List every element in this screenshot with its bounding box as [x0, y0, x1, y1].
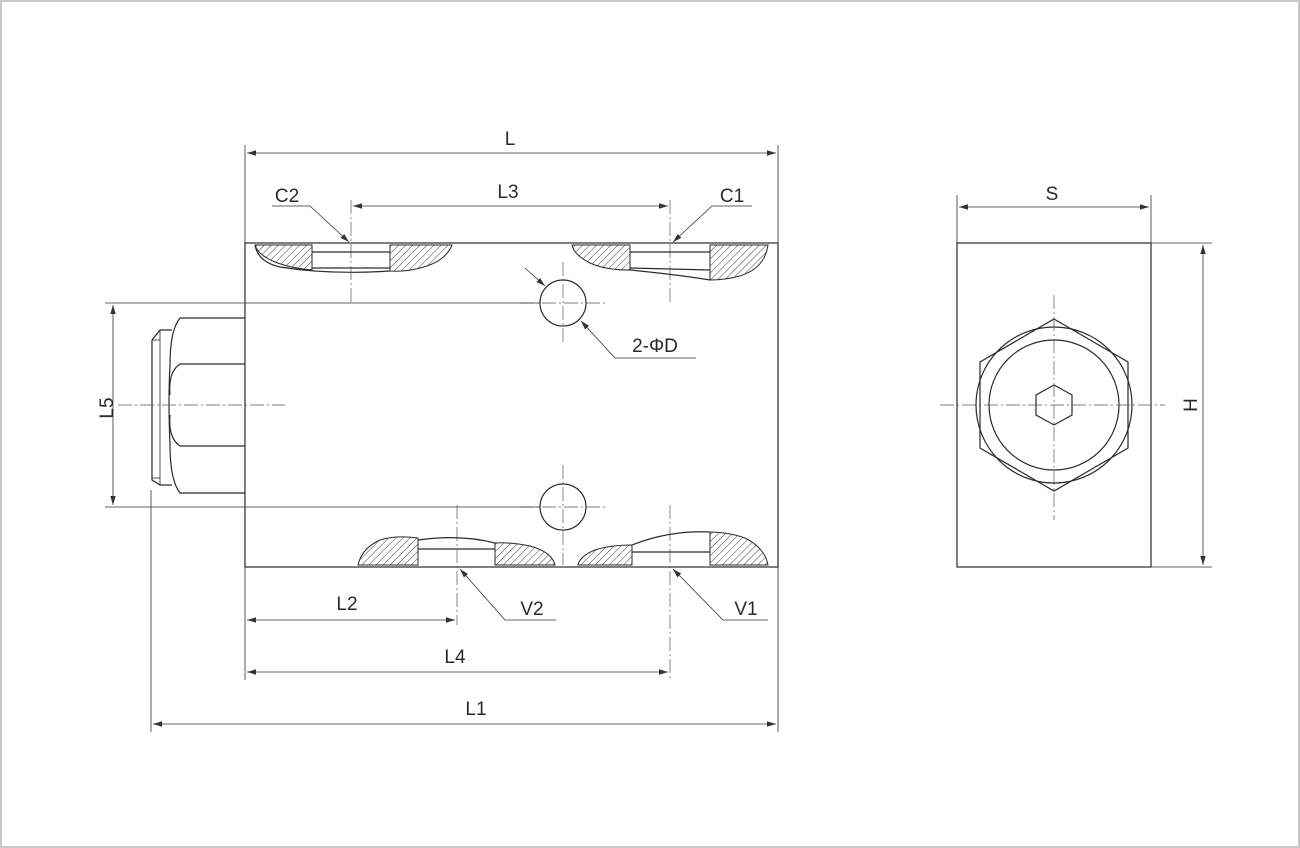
label-c2: C2	[275, 186, 299, 207]
hex-socket-icon	[1035, 384, 1073, 426]
label-s: S	[1046, 184, 1059, 205]
label-v2: V2	[520, 599, 543, 620]
label-c1: C1	[720, 186, 744, 207]
port-c1	[571, 244, 769, 281]
leader-hole	[580, 320, 696, 359]
port-v2	[357, 536, 556, 566]
label-l: L	[505, 129, 516, 150]
label-l1: L1	[465, 699, 486, 720]
label-h: H	[1181, 398, 1202, 412]
hex-plug-side	[151, 317, 245, 494]
leader-c1	[672, 205, 752, 243]
side-view	[940, 242, 1165, 568]
leader-v2	[459, 568, 556, 621]
leader-hole-inner	[524, 267, 546, 287]
label-l2: L2	[336, 594, 357, 615]
labels: L L3 C2 C1 2-ΦD L2 V2 V1 L4 L1 L5 S H	[97, 129, 1202, 720]
label-v1: V1	[734, 599, 757, 620]
leader-c2	[272, 205, 350, 243]
label-l5: L5	[97, 397, 118, 418]
port-v1	[577, 531, 769, 566]
label-l4: L4	[444, 647, 466, 668]
hex-nut-outline	[979, 318, 1129, 492]
label-hole: 2-ΦD	[632, 336, 678, 357]
label-l3: L3	[497, 182, 518, 203]
leader-v1	[672, 568, 768, 621]
dimensions	[105, 145, 1212, 732]
